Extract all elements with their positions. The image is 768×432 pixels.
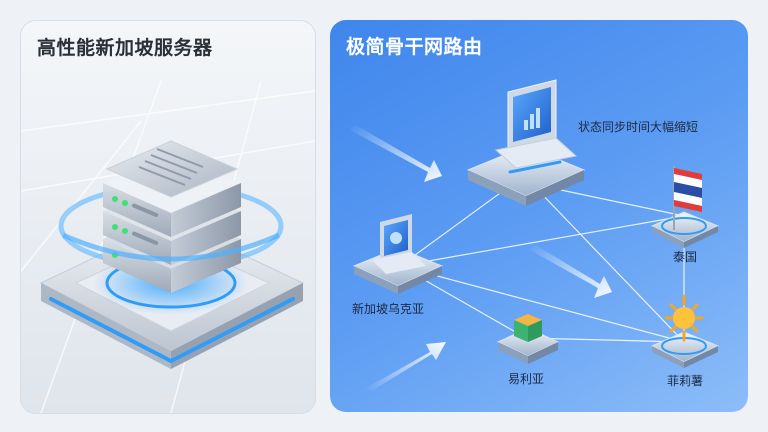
motion-arrows (350, 124, 612, 392)
network-panel-title: 极简骨干网路由 (346, 36, 483, 58)
network-illustration (350, 79, 720, 392)
philippines-node-label: 菲莉薯 (667, 374, 704, 388)
singapore-node-label: 新加坡乌克亚 (352, 302, 425, 316)
singapore-laptop-node (352, 214, 444, 294)
server-panel-title: 高性能新加坡服务器 (37, 37, 213, 59)
server-panel: 高性能新加坡服务器 (20, 20, 316, 414)
network-panel: 极简骨干网路由 (330, 20, 748, 412)
connection-lines (399, 179, 685, 343)
thailand-flag-node (650, 166, 720, 248)
thailand-node-label: 泰国 (673, 250, 698, 264)
ethiopia-cube-node (496, 314, 560, 364)
orbit-ring-front (61, 232, 281, 262)
hub-node-label: 状态同步时间大幅缩短 (578, 120, 699, 134)
hub-laptop-node (466, 79, 586, 206)
server-illustration (39, 140, 305, 369)
philippines-sun-node (650, 294, 720, 368)
server-stack (103, 140, 241, 293)
ethiopia-node-label: 易利亚 (508, 372, 545, 386)
